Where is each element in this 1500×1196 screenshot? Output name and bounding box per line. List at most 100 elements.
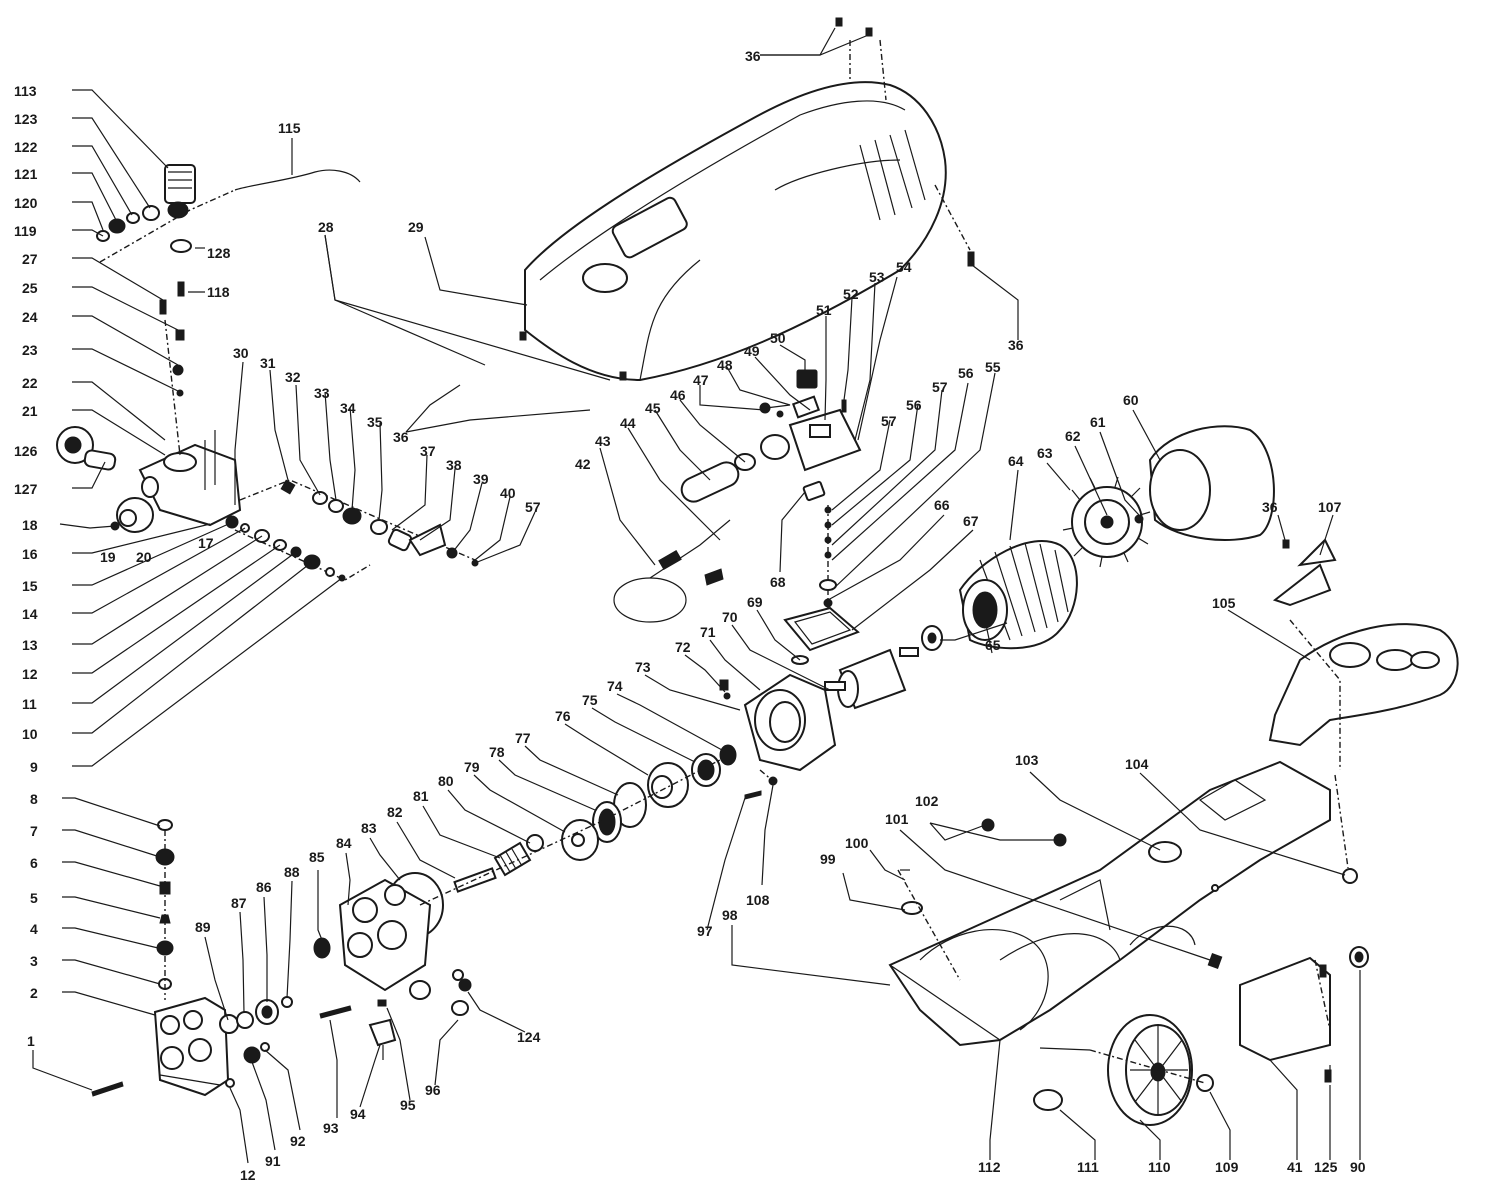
callout-label: 70 xyxy=(722,609,738,625)
callout-label: 9 xyxy=(30,759,38,775)
fan-drawing xyxy=(1062,425,1275,568)
callout-label: 62 xyxy=(1065,428,1081,444)
callout-label: 43 xyxy=(595,433,611,449)
callout-label: 84 xyxy=(336,835,352,851)
callout-label: 16 xyxy=(22,546,38,562)
callout-label: 52 xyxy=(843,286,859,302)
callout-label: 8 xyxy=(30,791,38,807)
callout-label: 91 xyxy=(265,1153,281,1169)
callout-label: 24 xyxy=(22,309,38,325)
callout-label: 75 xyxy=(582,692,598,708)
callout-label: 123 xyxy=(14,111,38,127)
callout-label: 124 xyxy=(517,1029,541,1045)
callout-label: 53 xyxy=(869,269,885,285)
callout-label: 12 xyxy=(22,666,38,682)
callout-label: 80 xyxy=(438,773,454,789)
callout-label: 12 xyxy=(240,1167,256,1183)
callout-label: 36 xyxy=(1262,499,1278,515)
callout-label: 64 xyxy=(1008,453,1024,469)
callout-label: 50 xyxy=(770,330,786,346)
callout-label: 17 xyxy=(198,535,214,551)
callout-label: 57 xyxy=(932,379,948,395)
callout-label: 10 xyxy=(22,726,38,742)
base-chassis-drawing xyxy=(888,760,1358,1051)
callout-label: 7 xyxy=(30,823,38,839)
callout-label: 119 xyxy=(14,223,37,239)
callout-label: 76 xyxy=(555,708,571,724)
callout-label: 99 xyxy=(820,851,836,867)
callout-label: 41 xyxy=(1287,1159,1303,1175)
callout-label: 78 xyxy=(489,744,505,760)
callout-label: 107 xyxy=(1318,499,1342,515)
callout-label: 55 xyxy=(985,359,1001,375)
callout-label: 23 xyxy=(22,342,38,358)
callout-label: 92 xyxy=(290,1133,306,1149)
callout-label: 112 xyxy=(978,1159,1001,1175)
callout-label: 40 xyxy=(500,485,516,501)
callout-label: 11 xyxy=(22,696,37,712)
callout-label: 88 xyxy=(284,864,300,880)
callout-label: 86 xyxy=(256,879,272,895)
callout-label: 85 xyxy=(309,849,325,865)
callout-label: 105 xyxy=(1212,595,1236,611)
callout-label: 89 xyxy=(195,919,211,935)
callout-label: 5 xyxy=(30,890,38,906)
callout-label: 90 xyxy=(1350,1159,1366,1175)
callout-label: 126 xyxy=(14,443,38,459)
callout-label: 125 xyxy=(1314,1159,1338,1175)
outlet-fitting-drawing xyxy=(96,164,361,297)
wheel-drawing xyxy=(1033,946,1369,1126)
pump-head-drawing xyxy=(56,299,250,533)
callout-label: 32 xyxy=(285,369,301,385)
callout-label: 2 xyxy=(30,985,38,1001)
callout-label: 113 xyxy=(14,83,37,99)
pump-housing-drawing xyxy=(313,673,837,1060)
callout-label: 104 xyxy=(1125,756,1149,772)
callout-label: 19 xyxy=(100,549,116,565)
callout-label: 36 xyxy=(745,48,761,64)
callout-label: 42 xyxy=(575,456,591,472)
callout-label: 36 xyxy=(393,429,409,445)
callout-label: 63 xyxy=(1037,445,1053,461)
callout-label: 79 xyxy=(464,759,480,775)
callout-label: 48 xyxy=(717,357,733,373)
callout-label: 101 xyxy=(885,811,909,827)
callout-label: 57 xyxy=(525,499,541,515)
callout-label: 21 xyxy=(22,403,38,419)
callout-label: 69 xyxy=(747,594,763,610)
callout-label: 96 xyxy=(425,1082,441,1098)
callout-label: 73 xyxy=(635,659,651,675)
callout-label: 31 xyxy=(260,355,276,371)
callout-label: 51 xyxy=(816,302,832,318)
callout-label: 36 xyxy=(1008,337,1024,353)
callout-label: 3 xyxy=(30,953,38,969)
callout-label: 6 xyxy=(30,855,38,871)
callout-label: 122 xyxy=(14,139,38,155)
callout-label: 1 xyxy=(27,1033,35,1049)
power-cord-drawing xyxy=(613,519,731,623)
callout-label: 54 xyxy=(896,259,912,275)
callout-label: 87 xyxy=(231,895,247,911)
callout-label: 115 xyxy=(278,120,301,136)
callout-label: 28 xyxy=(318,219,334,235)
callout-label: 38 xyxy=(446,457,462,473)
callout-label: 98 xyxy=(722,907,738,923)
callout-label: 14 xyxy=(22,606,38,622)
callout-label: 44 xyxy=(620,415,636,431)
callout-label: 34 xyxy=(340,400,356,416)
terminal-plate-drawing xyxy=(783,505,860,665)
callout-label: 29 xyxy=(408,219,424,235)
callout-label: 33 xyxy=(314,385,330,401)
callout-label: 100 xyxy=(845,835,869,851)
seal-row-drawing xyxy=(234,479,479,582)
callout-label: 121 xyxy=(14,166,38,182)
callout-label: 102 xyxy=(915,793,939,809)
chassis-fastener-drawing xyxy=(744,769,1067,981)
callout-label: 66 xyxy=(934,497,950,513)
callout-label: 46 xyxy=(670,387,686,403)
switch-box-drawing xyxy=(680,369,862,503)
callout-label: 118 xyxy=(207,284,230,300)
callout-label: 35 xyxy=(367,414,383,430)
callout-label: 25 xyxy=(22,280,38,296)
